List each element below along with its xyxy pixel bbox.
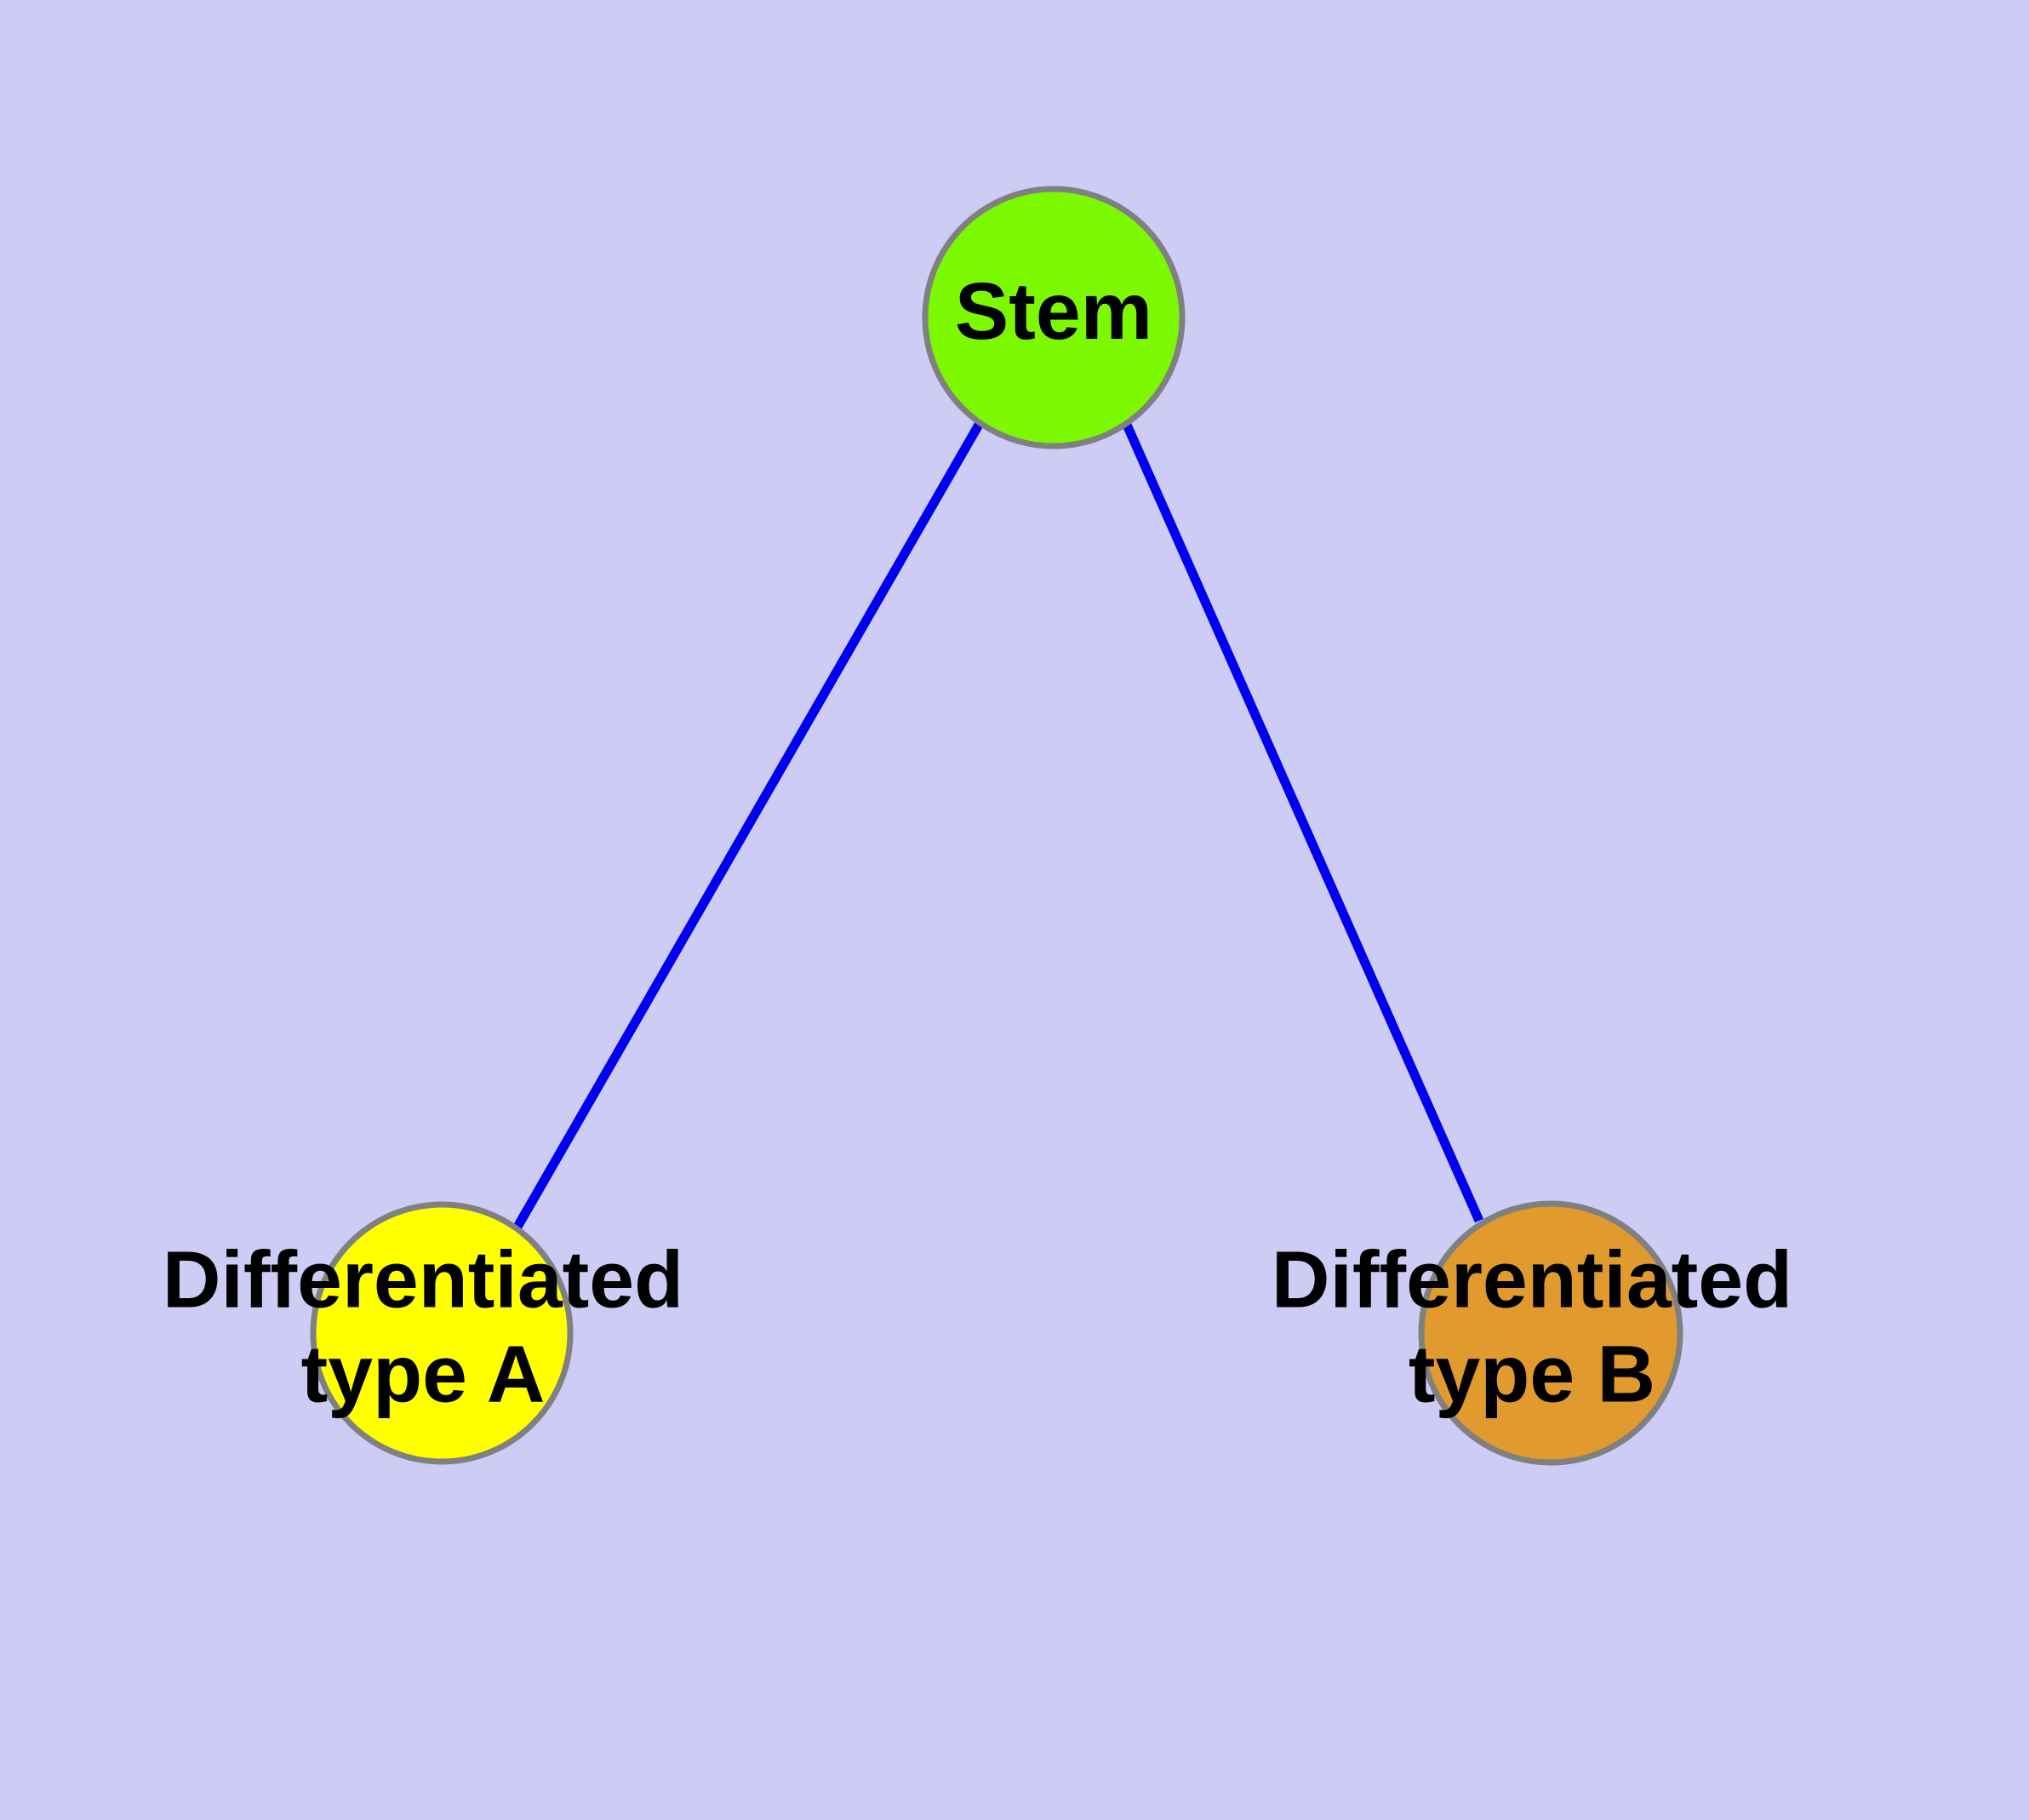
node-label-line: type A — [301, 1330, 546, 1420]
node-label-line: Stem — [955, 266, 1152, 357]
node-label-stem: Stem — [955, 266, 1152, 357]
edge-stem-to-diff-b — [1122, 422, 1484, 1223]
edges-layer — [512, 422, 1484, 1231]
node-label-line: Differentiated — [163, 1235, 683, 1325]
node-diff-b[interactable] — [1418, 1200, 1683, 1466]
node-diff-a[interactable] — [310, 1201, 574, 1465]
node-label-line: Differentiated — [1272, 1235, 1792, 1325]
node-stem[interactable] — [922, 186, 1186, 449]
nodes-layer — [310, 186, 1683, 1466]
edge-stem-to-diff-a — [512, 422, 983, 1231]
node-label-line: type B — [1409, 1330, 1655, 1420]
